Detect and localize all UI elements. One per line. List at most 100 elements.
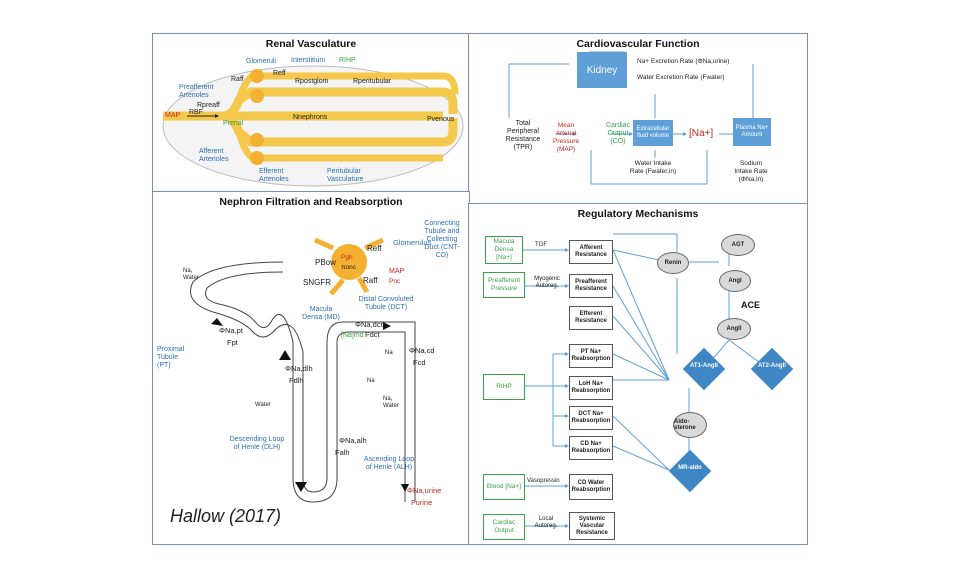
renal-vasculature-panel: Renal Vasculature Glomeruli Interstitium… [152, 33, 470, 193]
rperitubular-label: Rperitubular [353, 78, 392, 85]
md-label: Macula Densa (MD) [302, 306, 340, 321]
phi-dlh-label: ΦNa,dlh [285, 364, 313, 373]
water-excretion-label: Water Excretion Rate (Fwater) [637, 74, 725, 81]
ecf-box: Extracellular fluid volume [633, 120, 673, 146]
na-water-label-2: Na, Water [383, 396, 399, 409]
rihp-box: RIHP [483, 374, 525, 400]
tgf-label: TGF [535, 242, 547, 248]
afferent-label: Afferent Arterioles [199, 148, 229, 163]
renal-title: Renal Vasculature [265, 38, 357, 50]
reff-nephron-label: Reff [367, 244, 382, 253]
renal-diagram [162, 65, 464, 187]
afferent-resistance-box: Afferent Resistance [569, 240, 613, 264]
phi-pt-label: ΦNa,pt [219, 326, 243, 335]
local-autoreg-label: Local Autoreg. [534, 516, 558, 529]
dlh-label: Descending Loop of Henle (DLH) [229, 436, 285, 451]
f-dct-label: Fdct [365, 330, 380, 339]
raff-nephron-label: Raff [363, 276, 378, 285]
pt-label: Proximal Tubule (PT) [157, 346, 185, 369]
renin-node: Renin [657, 252, 689, 274]
dct-reabsorption-box: DCT Na+ Reabsorption [569, 406, 613, 430]
loh-reabsorption-box: LoH Na+ Reabsorption [569, 376, 613, 400]
f-alh-label: Falh [335, 448, 350, 457]
svr-box: Systemic Vascular Resistance [569, 512, 615, 540]
cardiovascular-panel: Cardiovascular Function Kidney Na+ Excre… [468, 33, 808, 205]
prenal-label: Prenal [223, 120, 244, 127]
f-pt-label: Fpt [227, 338, 238, 347]
at1-angii-label: AT1-AngII [690, 363, 718, 369]
macula-densa-box: Macula Densa [Na+] [485, 236, 523, 264]
f-dlh-label: Fdlh [289, 376, 304, 385]
pnc-label: Pnc [389, 278, 401, 285]
dct-label: Distal Convoluted Tubule (DCT) [358, 296, 414, 311]
rpreaff-label: Rpreaff [197, 102, 220, 109]
mr-aldo-label: MR-aldo [678, 465, 702, 471]
na-label-1: Na [385, 350, 393, 356]
peritubular-label: Peritubular Vasculature [327, 168, 364, 183]
preafferent-resistance-box: Preafferent Resistance [569, 274, 613, 298]
reff-label: Reff [273, 70, 286, 77]
cd-water-box: CD Water Reabsorption [569, 474, 613, 500]
water-intake-label: Water Intake Rate (Fwater,in) [629, 160, 677, 175]
regulatory-arrows [523, 233, 768, 528]
tpr-label: Total Peripheral Resistance (TPR) [505, 120, 541, 151]
citation-credit: Hallow (2017) [170, 506, 282, 526]
sodium-intake-label: Sodium Intake Rate (ΦNa,in) [734, 160, 768, 183]
na-water-label: Na, Water [183, 268, 199, 281]
rihp-label: RIHP [339, 57, 356, 64]
map-label-cardio: Mean Arterial Pressure (MAP) [552, 122, 579, 153]
efferent-resistance-box: Efferent Resistance [569, 306, 613, 330]
phi-cd-label: ΦNa,cd [409, 346, 435, 355]
cardio-title: Cardiovascular Function [576, 38, 700, 50]
plasma-na-box: Plasma Na+ Amount [733, 118, 771, 146]
cntcd-label: Connecting Tubule and Collecting Duct (C… [424, 220, 460, 259]
cd-reabsorption-box: CD Na+ Reabsorption [569, 436, 613, 460]
glomerulus-label: Glomerulus [393, 238, 432, 247]
map-label: MAP [165, 112, 181, 119]
f-cd-label: Fcd [413, 358, 426, 367]
preafferent-pressure-box: Preafferent Pressure [483, 272, 525, 298]
rbf-label: RBF [189, 109, 203, 116]
f-urine-label: Furine [411, 498, 433, 507]
regulatory-title: Regulatory Mechanisms [577, 208, 699, 220]
co-label: Cardiac Output (CO) [605, 122, 631, 145]
aldosterone-node: Aldo-sterone [673, 412, 707, 438]
cardiac-output-box: Cardiac Output [483, 514, 525, 540]
phi-dct-label: ΦNa,dct [355, 320, 383, 329]
interstitium-label: Interstitium [291, 57, 326, 64]
glomeruli-label: Glomeruli [246, 58, 276, 65]
na-excretion-label: Na+ Excretion Rate (ΦNa,urine) [637, 58, 730, 65]
angii-node: AngII [717, 318, 751, 340]
ace-label: ACE [741, 300, 761, 310]
na-md-label: [Na]md [341, 332, 364, 339]
pbow-label: PBow [315, 258, 336, 267]
pt-reabsorption-box: PT Na+ Reabsorption [569, 344, 613, 368]
blood-na-box: Blood [Na+] [483, 474, 525, 500]
nephron-panel: Nephron Filtration and Reabsorption Glom… [152, 191, 470, 545]
at2-angii-label: AT2-AngII [758, 363, 786, 369]
rpostglom-label: Rpostglom [295, 78, 329, 85]
pvenous-label: Pvenous [427, 116, 455, 123]
kidney-box: Kidney [577, 52, 627, 88]
preafferent-label: Preafferent Arterioles [179, 84, 214, 99]
sngfr-label: SNGFR [303, 278, 331, 287]
nnephrons-label: Nnephrons [293, 114, 328, 121]
pgh-label: Pgh [341, 254, 353, 261]
phi-alh-label: ΦNa,alh [339, 436, 367, 445]
na-conc-label: [Na+] [689, 128, 714, 139]
agt-node: AGT [721, 234, 755, 256]
alh-label: Ascending Loop of Henle (ALH) [363, 456, 415, 471]
raff-label: Raff [231, 76, 244, 83]
regulatory-panel: Regulatory Mechanisms [468, 203, 808, 545]
nephron-title: Nephron Filtration and Reabsorption [219, 196, 403, 208]
water-label: Water [255, 402, 271, 408]
phi-urine-label: ΦNa,urine [407, 486, 442, 495]
map-nephron-label: MAP [389, 268, 405, 275]
na-label-2: Na [367, 378, 375, 384]
myogenic-label: Myogenic Autoreg. [534, 276, 560, 289]
nephron-diagram [190, 237, 416, 503]
pionc-label: πonc [341, 264, 356, 271]
efferent-label: Efferent Arterioles [259, 168, 289, 183]
angi-node: AngI [719, 270, 751, 292]
vasopressin-label: Vasopressin [527, 478, 560, 484]
